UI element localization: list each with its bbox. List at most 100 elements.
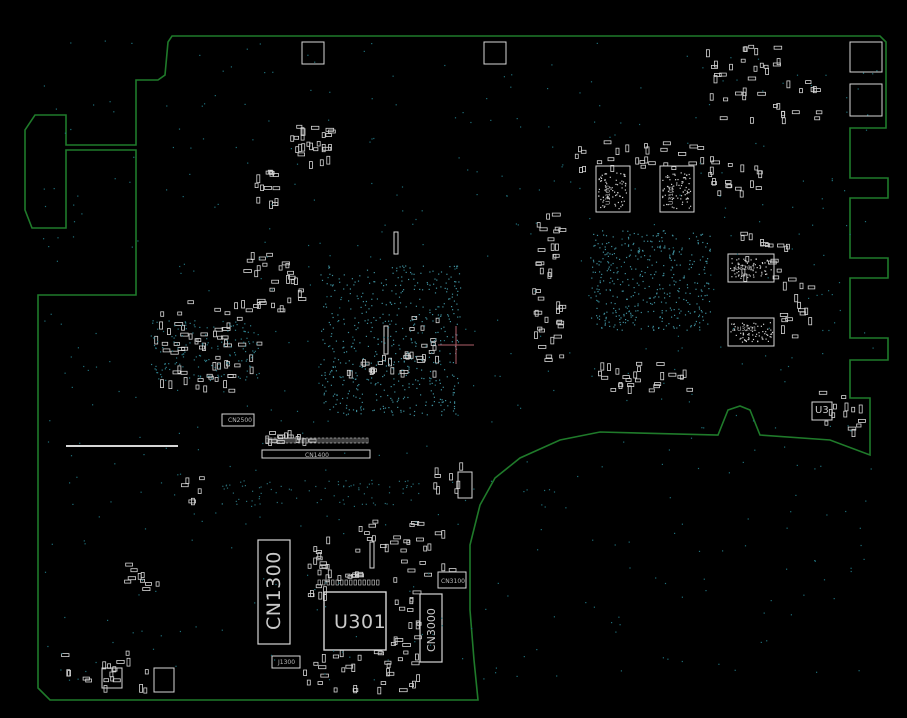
bga-pad xyxy=(398,361,400,363)
pad xyxy=(458,157,460,159)
passive-component xyxy=(103,685,108,693)
pad xyxy=(325,606,327,608)
bga-pad xyxy=(420,272,422,274)
pad xyxy=(703,578,705,580)
chip-pad xyxy=(737,267,739,269)
passive-component xyxy=(274,198,279,207)
passive-component xyxy=(654,382,662,387)
pad xyxy=(872,347,874,349)
bga-pad xyxy=(321,279,324,281)
pad xyxy=(152,320,154,322)
bga-pad xyxy=(597,243,599,245)
pad xyxy=(175,665,177,667)
pad xyxy=(206,359,208,362)
bga-pad xyxy=(654,296,656,298)
bga-pad xyxy=(630,312,632,314)
pad xyxy=(735,414,737,417)
bga-pad xyxy=(609,289,611,291)
passive-component xyxy=(187,300,194,305)
bga-pad xyxy=(628,284,630,286)
pad xyxy=(722,80,724,82)
bga-pad xyxy=(398,380,400,382)
pad xyxy=(517,224,519,226)
bga-pad xyxy=(439,360,441,362)
pad xyxy=(252,139,254,141)
passive-component xyxy=(412,590,422,595)
bga-pad xyxy=(390,320,393,322)
pad xyxy=(237,376,240,378)
bga-pad xyxy=(650,240,652,242)
chip-pad xyxy=(677,197,679,199)
passive-component xyxy=(384,660,392,665)
chip-pad xyxy=(750,259,752,261)
bga-pad xyxy=(706,282,708,284)
bga-pad xyxy=(396,401,398,403)
chip-pad xyxy=(612,196,614,198)
chip-pin xyxy=(362,579,366,586)
pad xyxy=(669,497,671,499)
pad xyxy=(860,544,862,547)
bga-pad xyxy=(388,407,390,409)
bga-pad xyxy=(449,401,451,403)
bga-pad xyxy=(345,414,348,416)
bga-pad xyxy=(687,287,689,289)
chip-pad xyxy=(601,174,603,176)
chip-pad xyxy=(736,272,738,274)
pad xyxy=(355,350,357,352)
chip-pad xyxy=(746,274,748,276)
bga-pad xyxy=(346,351,348,353)
bga-pad xyxy=(694,323,696,325)
passive-component xyxy=(776,58,781,66)
pad xyxy=(406,452,408,454)
pad xyxy=(536,649,538,651)
passive-component xyxy=(224,311,231,316)
pad xyxy=(251,354,254,356)
bga-pad xyxy=(663,274,665,276)
bga-pad xyxy=(658,296,660,298)
connector-j1300 xyxy=(271,655,301,669)
chip-pad xyxy=(740,332,742,334)
bga-pad xyxy=(620,317,622,319)
passive-component xyxy=(432,370,437,378)
bga-pad xyxy=(700,295,702,297)
pad xyxy=(70,356,72,358)
bga-pad xyxy=(451,296,453,298)
chip-pad xyxy=(739,267,741,269)
chip-pad xyxy=(682,177,685,179)
passive-component xyxy=(162,348,171,353)
passive-component xyxy=(556,320,565,325)
bga-pad xyxy=(596,315,598,317)
bga-pad xyxy=(391,303,393,305)
bga-pad xyxy=(338,278,340,280)
bga-pad xyxy=(633,287,635,289)
bga-pad xyxy=(622,230,624,232)
passive-component xyxy=(409,523,415,527)
bga-pad xyxy=(330,335,332,337)
pad xyxy=(95,366,98,368)
bga-pad xyxy=(613,326,615,328)
pad xyxy=(244,331,246,333)
pad xyxy=(485,608,487,610)
bga-pad xyxy=(394,302,396,305)
chip-pad xyxy=(731,323,733,325)
passive-component xyxy=(781,117,786,125)
bga-pad xyxy=(595,239,597,241)
chip-pad xyxy=(755,335,757,337)
pad xyxy=(160,482,163,484)
pad xyxy=(398,480,400,482)
passive-component xyxy=(315,550,322,554)
bga-pad xyxy=(395,293,397,295)
pad xyxy=(319,242,321,244)
pad xyxy=(369,141,371,143)
pad xyxy=(440,363,442,366)
chip-pad xyxy=(767,334,769,336)
bga-pad xyxy=(356,388,358,390)
bga-pad xyxy=(653,302,656,304)
connector-pin xyxy=(329,437,333,444)
pad xyxy=(56,260,58,262)
pad xyxy=(328,480,330,482)
bga-pad xyxy=(446,273,448,275)
pad xyxy=(579,187,581,189)
bga-pad xyxy=(459,316,461,318)
pad xyxy=(161,376,163,378)
